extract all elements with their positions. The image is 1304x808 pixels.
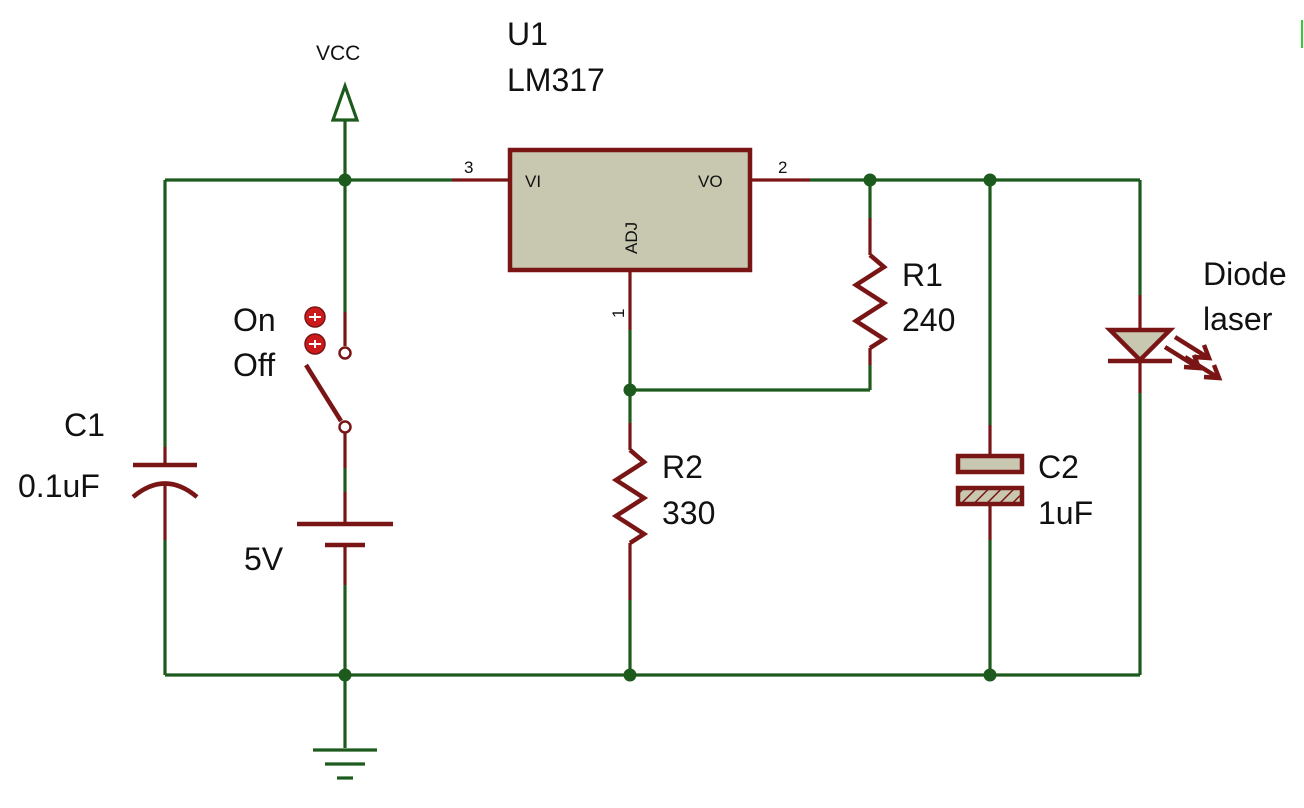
battery-5v: 5V <box>244 492 393 585</box>
regulator-body <box>507 147 753 273</box>
r1-ref: R1 <box>902 257 943 293</box>
ground-symbol <box>313 748 377 780</box>
resistor-r2: R2 330 <box>611 423 715 600</box>
pin-vi-label: VI <box>525 172 541 191</box>
pin-2-number: 2 <box>778 158 787 177</box>
c1-value: 0.1uF <box>18 468 100 504</box>
laser-label-line1: Diode <box>1203 256 1287 292</box>
r2-ref: R2 <box>662 449 703 485</box>
c2-value: 1uF <box>1038 495 1093 531</box>
resistor-r1: R1 240 <box>851 218 955 365</box>
vcc-terminal: VCC <box>316 42 360 122</box>
switch-off-label: Off <box>233 347 275 383</box>
regulator-part: LM317 <box>507 62 605 98</box>
regulator-ref: U1 <box>507 16 548 52</box>
pin-adj-label: ADJ <box>622 222 641 254</box>
c1-ref: C1 <box>64 407 105 443</box>
pin-vo-label: VO <box>698 172 723 191</box>
switch-off-indicator <box>304 333 326 355</box>
laser-diode: Diode laser <box>1104 256 1287 393</box>
light-emission-arrows <box>1163 335 1223 381</box>
capacitor-c1: C1 0.1uF <box>18 407 199 540</box>
capacitor-c2: C2 1uF <box>955 425 1093 540</box>
pin-1-number: 1 <box>609 309 628 318</box>
switch-on-indicator <box>304 306 326 328</box>
r1-value: 240 <box>902 302 955 338</box>
vcc-label: VCC <box>316 42 360 65</box>
battery-value: 5V <box>244 541 284 577</box>
lm317-regulator: VI VO ADJ 3 2 1 U1 LM317 <box>452 16 810 330</box>
switch-on-label: On <box>233 302 276 338</box>
power-switch: On Off <box>233 302 352 468</box>
junction-dots <box>338 173 997 682</box>
pin-3-number: 3 <box>464 158 473 177</box>
r2-value: 330 <box>662 495 715 531</box>
laser-label-line2: laser <box>1203 301 1273 337</box>
c2-ref: C2 <box>1038 449 1079 485</box>
wires <box>163 120 1142 748</box>
